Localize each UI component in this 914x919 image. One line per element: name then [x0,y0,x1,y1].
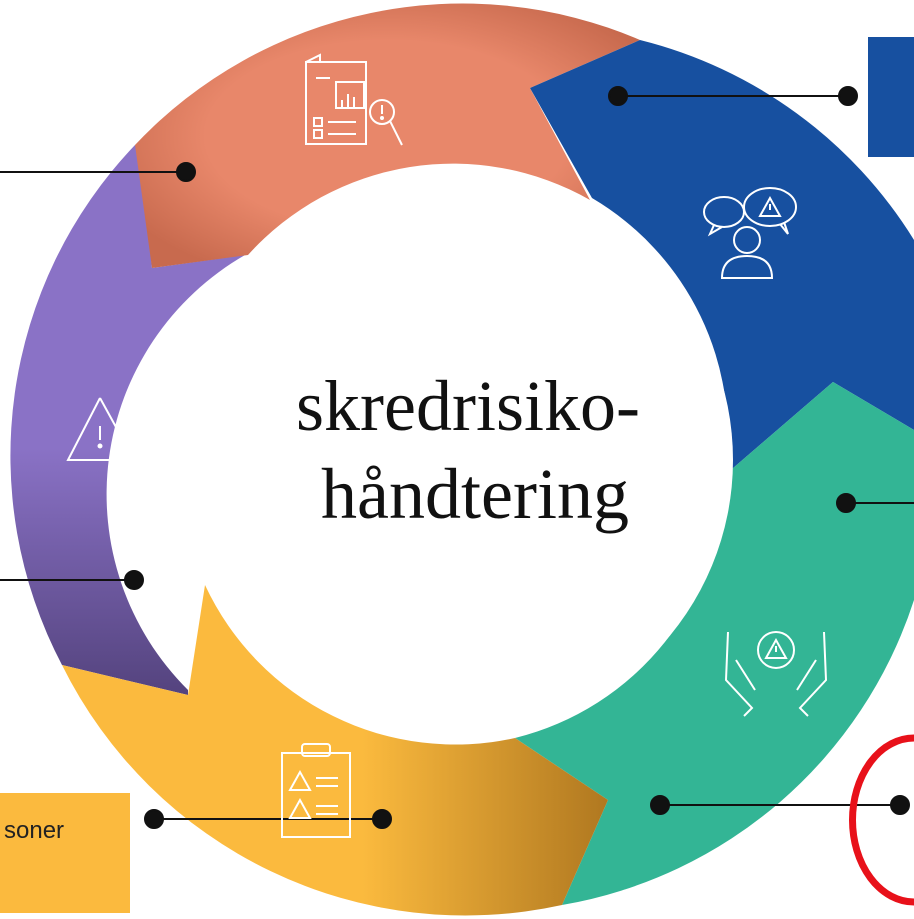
segment-analysis [135,3,640,269]
center-disc [181,184,733,736]
connector-dot [608,86,628,106]
connector-dot [124,570,144,590]
center-title-line1: skredrisiko- [296,366,640,446]
connector-dot [144,809,164,829]
report-analysis-icon [305,53,403,146]
connector-dot [176,162,196,182]
connector-dot [650,795,670,815]
clipboard-warning-icon [281,743,351,838]
segment-mitigation [515,382,914,905]
label-box-checklist-text: soner [4,817,64,844]
label-box-communication [868,37,914,157]
connector-dot [836,493,856,513]
connector-dot [838,86,858,106]
person-speech-warning-icon [703,187,797,279]
connector-dot [890,795,910,815]
segment-checklist [62,585,608,916]
label-box-checklist [0,793,130,913]
warning-magnifier-icon [66,397,167,491]
connectors [0,86,914,829]
segment-communication [530,40,914,475]
segment-assessment [10,145,245,695]
connector-dot [372,809,392,829]
center-title-line2: håndtering [321,454,629,534]
highlight-ring [849,734,914,906]
hands-warning-icon [724,631,828,717]
